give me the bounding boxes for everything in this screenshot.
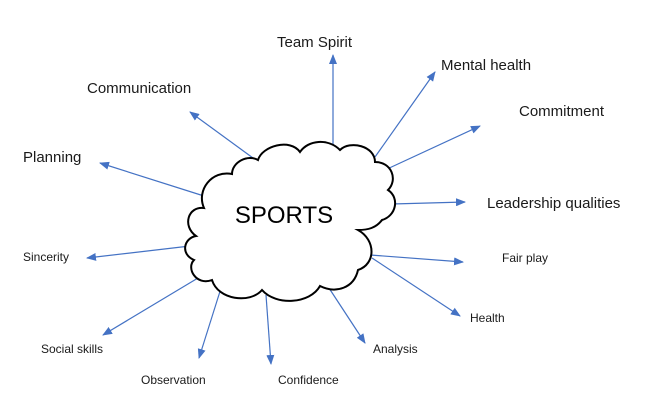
arrow-social-skills	[102, 277, 199, 336]
arrow-mental-health	[374, 71, 436, 158]
arrow-leadership-qualities	[391, 198, 466, 207]
node-analysis: Analysis	[373, 342, 418, 356]
node-fair-play: Fair play	[502, 251, 548, 265]
arrow-commitment	[384, 125, 481, 171]
node-social-skills: Social skills	[41, 342, 103, 356]
arrow-planning	[99, 161, 205, 197]
arrow-fair-play	[369, 254, 464, 266]
arrow-confidence	[265, 294, 275, 365]
node-communication: Communication	[87, 80, 191, 97]
center-topic: SPORTS	[235, 202, 333, 229]
node-mental-health: Mental health	[441, 57, 531, 74]
arrow-observation	[197, 284, 223, 359]
node-leadership-qualities: Leadership qualities	[487, 195, 620, 212]
node-team-spirit: Team Spirit	[277, 34, 353, 51]
node-health: Health	[470, 311, 505, 325]
node-sincerity: Sincerity	[23, 250, 69, 264]
arrow-health	[371, 257, 461, 317]
node-planning: Planning	[23, 149, 81, 166]
center-cloud	[184, 141, 397, 302]
arrow-group	[86, 54, 481, 365]
arrow-sincerity	[86, 245, 191, 261]
arrow-communication	[189, 111, 254, 159]
node-commitment: Commitment	[519, 103, 605, 120]
node-confidence: Confidence	[278, 373, 339, 387]
arrow-analysis	[326, 284, 366, 344]
node-observation: Observation	[141, 373, 206, 387]
